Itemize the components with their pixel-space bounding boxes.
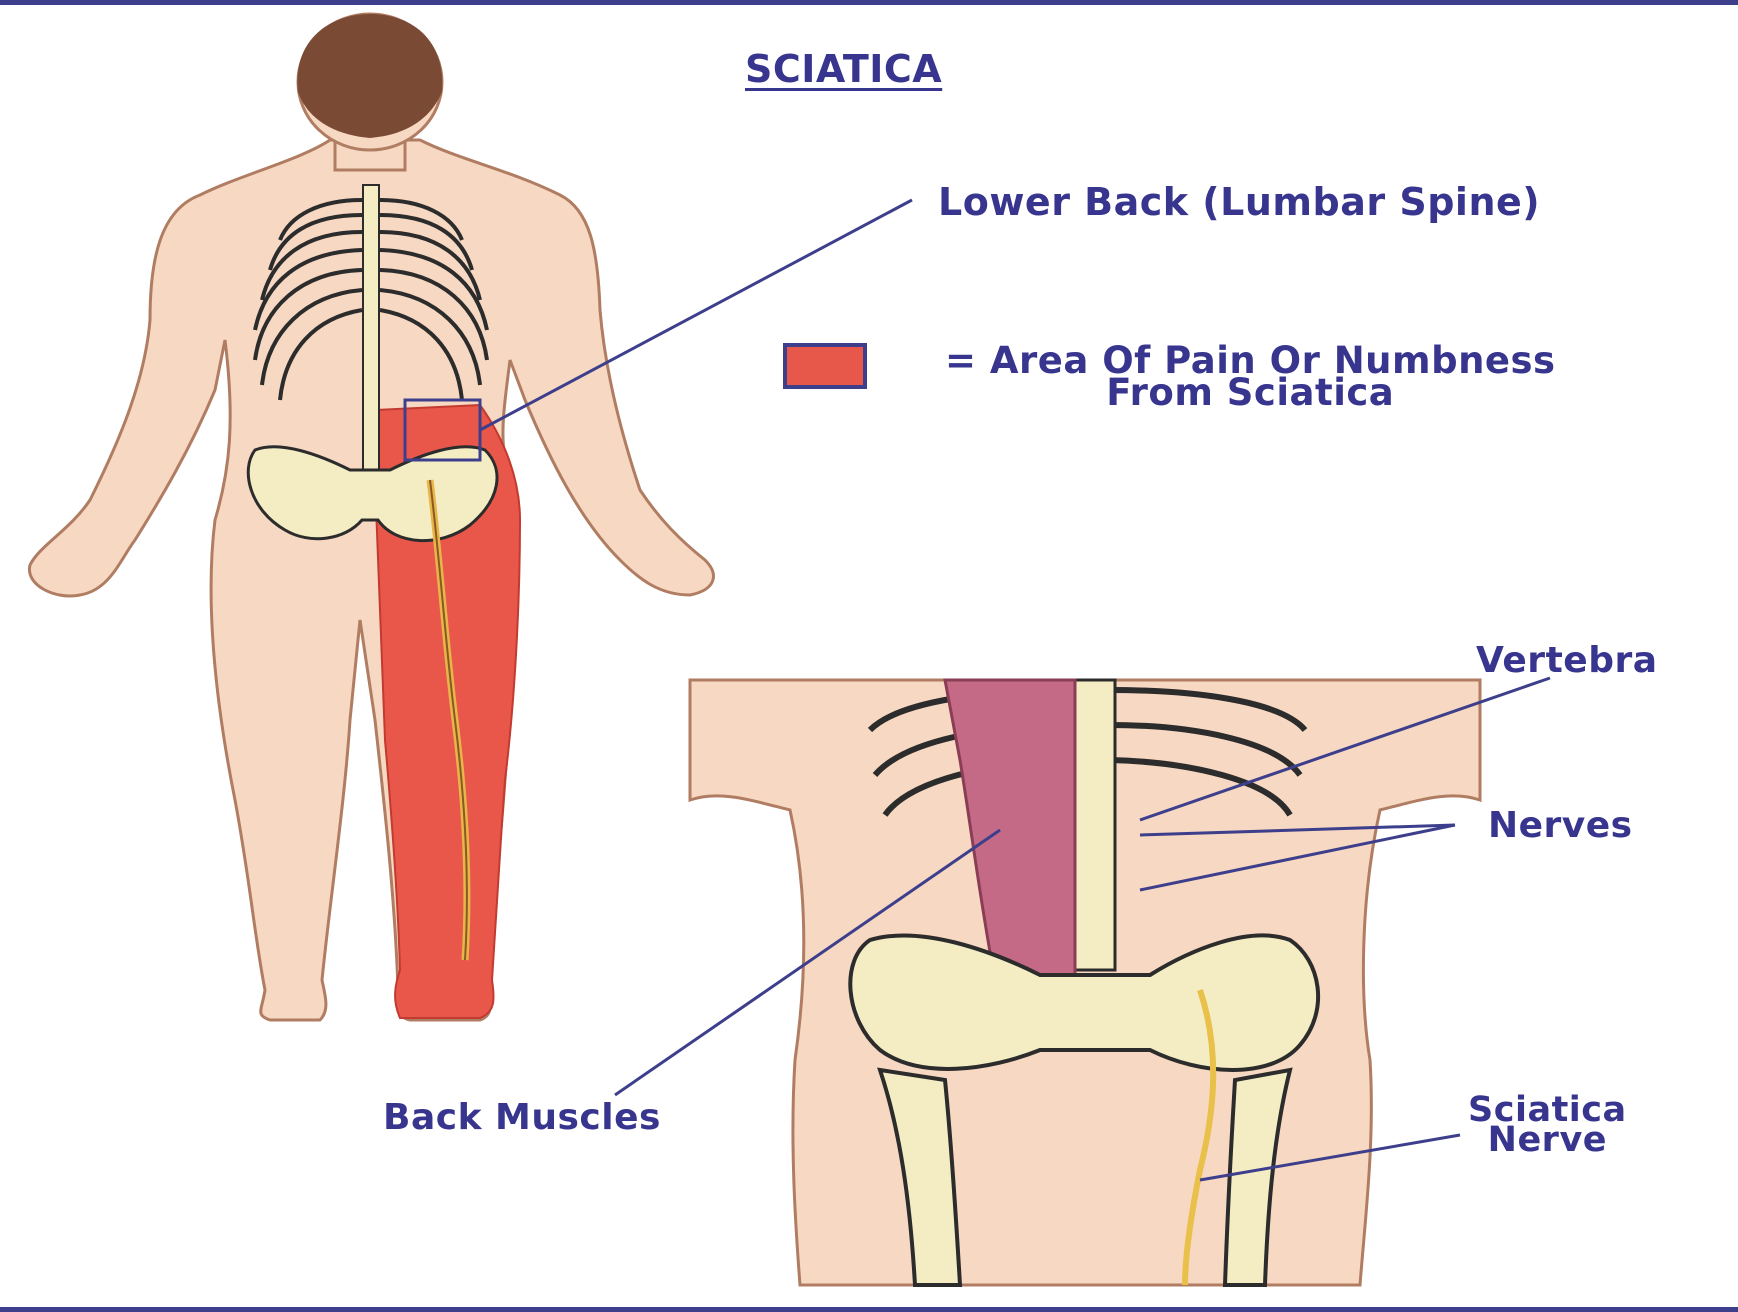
- full-body-figure: [29, 14, 713, 1020]
- legend-swatch: [785, 345, 865, 387]
- label-back-muscles: Back Muscles: [383, 1100, 661, 1136]
- legend-text: = Area Of Pain Or Numbness From Sciatica: [945, 345, 1556, 409]
- label-lower-back: Lower Back (Lumbar Spine): [938, 183, 1540, 221]
- spine: [363, 185, 379, 505]
- label-sciatica-nerve-line-2: Nerve: [1468, 1125, 1627, 1155]
- label-vertebra: Vertebra: [1476, 643, 1658, 679]
- label-sciatica-nerve: Sciatica Nerve: [1468, 1095, 1627, 1155]
- diagram-title: SCIATICA: [745, 50, 942, 88]
- closeup-figure: [690, 680, 1480, 1285]
- hair: [297, 14, 442, 138]
- closeup-spine: [1075, 680, 1115, 970]
- label-nerves: Nerves: [1488, 808, 1633, 844]
